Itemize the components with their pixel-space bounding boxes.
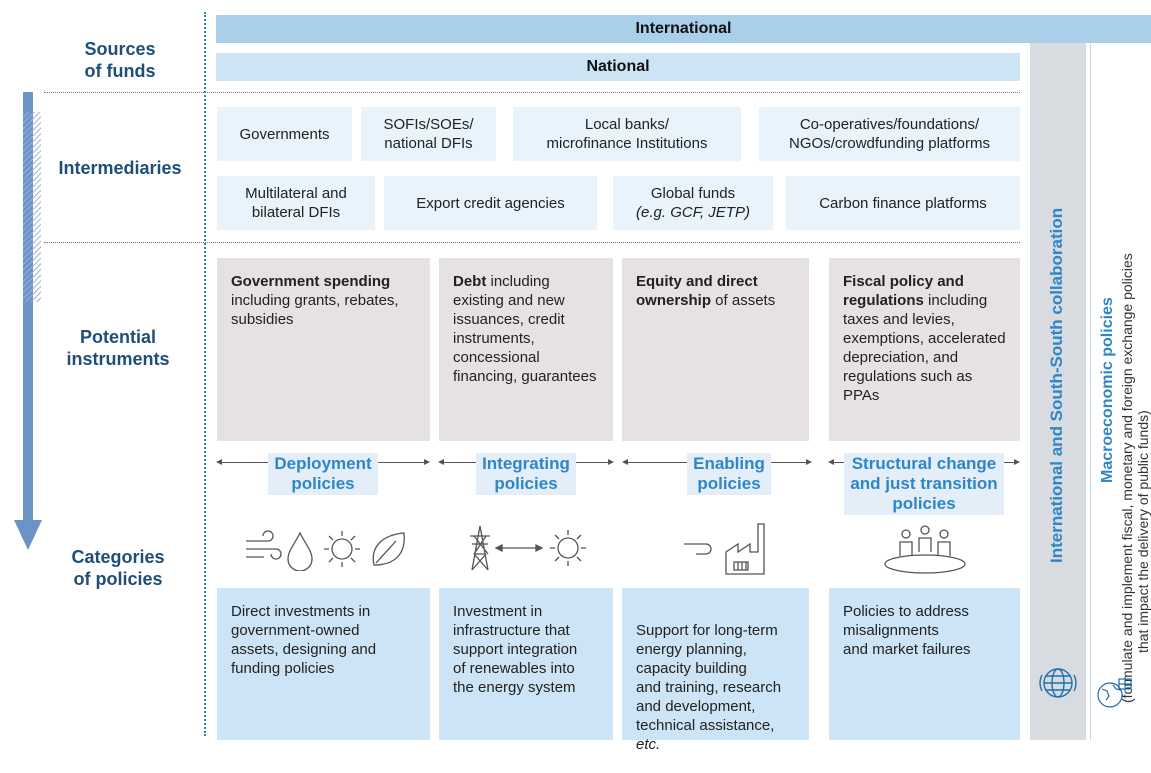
description-enabling: Support for long-term energy planning, c… <box>622 588 809 753</box>
vertical-divider <box>204 12 206 736</box>
instrument-fiscal-policy: Fiscal policy and regulations including … <box>829 258 1020 441</box>
policy-arrowheads <box>216 459 1020 465</box>
description-deployment: Direct investments in government-owned a… <box>217 588 430 740</box>
intermediary-export-credit: Export credit agencies <box>384 176 597 230</box>
instrument-equity: Equity and direct ownership of assets <box>622 258 809 441</box>
plug-icon <box>684 543 712 555</box>
intermediary-local-banks: Local banks/ microfinance Institutions <box>513 107 741 161</box>
deployment-icons <box>244 527 414 571</box>
integrating-icons <box>466 522 596 574</box>
water-drop-icon <box>287 531 313 571</box>
leaf-icon <box>372 532 405 566</box>
intermediary-multilateral-dfis: Multilateral and bilateral DFIs <box>217 176 375 230</box>
intermediary-governments: Governments <box>217 107 352 161</box>
instrument-government-spending: Government spending including grants, re… <box>217 258 430 441</box>
policy-structural-change: Structural change and just transition po… <box>836 453 1012 515</box>
description-enabling-etc: etc. <box>636 736 661 753</box>
enabling-icons <box>680 518 780 578</box>
people-icon <box>880 520 970 576</box>
section-sources-of-funds: Sources of funds <box>84 39 156 81</box>
global-funds-label: Global funds <box>650 185 736 202</box>
down-arrow-icon <box>14 92 42 550</box>
intermediary-cooperatives: Co-operatives/foundations/ NGOs/crowdfun… <box>759 107 1020 161</box>
sun-icon <box>550 530 586 566</box>
policy-enabling: Enabling policies <box>664 453 794 495</box>
intermediary-global-funds: Global funds (e.g. GCF, JETP) <box>613 176 773 230</box>
macroeconomic-column: Macroeconomic policies (formulate and im… <box>1090 43 1151 740</box>
world-map-icon <box>1095 673 1133 711</box>
section-categories-of-policies: Categories of policies <box>71 547 165 589</box>
section-potential-instruments: Potential instruments <box>66 327 170 369</box>
transmission-tower-icon <box>470 525 490 571</box>
intermediary-carbon-finance: Carbon finance platforms <box>786 176 1020 230</box>
factory-icon <box>725 523 765 575</box>
flow-arrow <box>14 92 42 552</box>
international-band: International <box>216 15 1151 43</box>
divider-sources <box>44 92 1020 93</box>
policy-deployment: Deployment policies <box>258 453 388 495</box>
intermediary-sofis-soes: SOFIs/SOEs/ national DFIs <box>361 107 496 161</box>
divider-intermediaries <box>44 242 1020 243</box>
instrument-debt: Debt including existing and new issuance… <box>439 258 613 441</box>
globe-icon <box>1038 663 1078 703</box>
national-band: National <box>216 53 1020 81</box>
collaboration-column: International and South-South collaborat… <box>1030 43 1086 740</box>
description-integrating: Investment in infrastructure that suppor… <box>439 588 613 740</box>
policy-integrating: Integrating policies <box>461 453 591 495</box>
global-funds-examples: (e.g. GCF, JETP) <box>636 204 750 221</box>
sun-icon <box>324 531 360 567</box>
wind-icon <box>246 530 282 560</box>
description-enabling-text: Support for long-term energy planning, c… <box>636 622 782 734</box>
section-intermediaries: Intermediaries <box>58 158 182 178</box>
description-structural: Policies to address misalignments and ma… <box>829 588 1020 740</box>
